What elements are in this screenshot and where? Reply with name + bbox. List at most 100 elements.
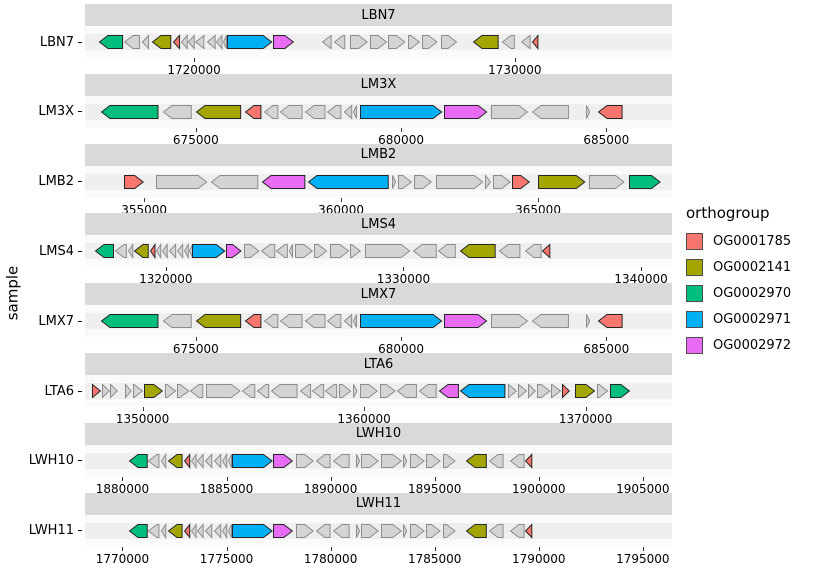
gene-arrow-other[interactable] [551, 383, 562, 399]
gene-arrow-other[interactable] [443, 523, 456, 539]
gene-arrow-other[interactable] [332, 453, 350, 469]
gene-arrow-other[interactable] [213, 522, 222, 539]
gene-arrow-other[interactable] [343, 104, 352, 120]
gene-arrow-other[interactable] [338, 383, 352, 399]
gene-arrow-other[interactable] [296, 453, 315, 469]
gene-arrow-other[interactable] [168, 243, 176, 260]
legend-item[interactable]: OG0002971 [686, 308, 816, 330]
gene-arrow-other[interactable] [241, 383, 256, 399]
legend-item[interactable]: OG0002972 [686, 334, 816, 356]
gene-arrow-other[interactable] [213, 453, 222, 469]
gene-arrow-OG0002971[interactable] [227, 34, 273, 50]
gene-arrow-other[interactable] [190, 522, 197, 539]
gene-arrow-other[interactable] [409, 453, 425, 469]
gene-arrow-other[interactable] [315, 453, 331, 469]
gene-arrow-other[interactable] [353, 383, 358, 399]
gene-arrow-other[interactable] [359, 383, 378, 399]
gene-arrow-other[interactable] [148, 523, 160, 539]
gene-arrow-other[interactable] [491, 313, 529, 329]
gene-arrow-other[interactable] [532, 313, 570, 329]
gene-arrow-other[interactable] [204, 522, 212, 539]
gene-arrow-other[interactable] [164, 383, 177, 399]
gene-arrow-other[interactable] [160, 452, 167, 469]
legend-item[interactable]: OG0002141 [686, 256, 816, 278]
gene-arrow-other[interactable] [349, 243, 361, 259]
gene-arrow-other[interactable] [156, 243, 162, 260]
gene-arrow-other[interactable] [589, 174, 626, 190]
gene-arrow-other[interactable] [187, 34, 195, 50]
gene-arrow-other[interactable] [332, 523, 350, 539]
gene-arrow-other[interactable] [355, 453, 360, 469]
gene-arrow-OG0001785[interactable] [124, 174, 145, 190]
gene-arrow-OG0002971[interactable] [231, 453, 273, 469]
gene-arrow-other[interactable] [299, 383, 311, 399]
gene-arrow-other[interactable] [196, 522, 204, 539]
gene-arrow-other[interactable] [435, 174, 484, 190]
gene-arrow-other[interactable] [127, 243, 133, 260]
gene-arrow-other[interactable] [124, 383, 132, 399]
gene-arrow-other[interactable] [176, 243, 183, 260]
gene-arrow-OG0002972[interactable] [444, 313, 488, 329]
gene-arrow-OG0001785[interactable] [183, 522, 191, 539]
gene-arrow-OG0001785[interactable] [172, 34, 180, 50]
gene-arrow-other[interactable] [419, 383, 438, 399]
gene-arrow-other[interactable] [403, 523, 408, 539]
gene-arrow-other[interactable] [369, 34, 387, 50]
gene-arrow-other[interactable] [123, 34, 141, 50]
gene-arrow-other[interactable] [275, 243, 289, 259]
gene-arrow-other[interactable] [380, 523, 402, 539]
legend-item[interactable]: OG0002970 [686, 282, 816, 304]
gene-arrow-other[interactable] [256, 383, 269, 399]
gene-arrow-other[interactable] [403, 453, 408, 469]
gene-arrow-other[interactable] [270, 383, 298, 399]
gene-arrow-other[interactable] [488, 523, 504, 539]
gene-arrow-OG0002141[interactable] [460, 243, 497, 259]
gene-arrow-other[interactable] [222, 522, 228, 539]
gene-arrow-other[interactable] [333, 34, 345, 50]
gene-arrow-other[interactable] [484, 173, 491, 190]
gene-arrow-other[interactable] [536, 383, 551, 399]
gene-arrow-other[interactable] [509, 453, 525, 469]
gene-arrow-other[interactable] [352, 104, 358, 120]
gene-arrow-OG0002971[interactable] [191, 243, 226, 259]
gene-arrow-other[interactable] [322, 34, 332, 50]
gene-arrow-OG0002971[interactable] [360, 313, 443, 329]
gene-arrow-other[interactable] [110, 383, 119, 399]
gene-arrow-other[interactable] [204, 453, 212, 469]
gene-arrow-OG0001785[interactable] [525, 453, 533, 469]
gene-arrow-other[interactable] [388, 34, 407, 50]
gene-arrow-other[interactable] [343, 313, 352, 329]
gene-arrow-other[interactable] [409, 523, 425, 539]
gene-arrow-other[interactable] [315, 523, 331, 539]
gene-arrow-OG0002970[interactable] [628, 174, 661, 190]
gene-arrow-other[interactable] [326, 313, 342, 329]
gene-arrow-OG0002970[interactable] [101, 104, 159, 120]
gene-arrow-other[interactable] [509, 523, 525, 539]
gene-arrow-OG0002141[interactable] [143, 383, 163, 399]
gene-arrow-OG0001785[interactable] [562, 383, 571, 399]
gene-arrow-other[interactable] [228, 523, 233, 539]
gene-arrow-OG0001785[interactable] [512, 174, 531, 190]
gene-arrow-other[interactable] [365, 243, 411, 259]
gene-arrow-other[interactable] [398, 174, 413, 190]
gene-arrow-other[interactable] [408, 34, 421, 50]
gene-arrow-OG0001785[interactable] [532, 34, 539, 50]
gene-arrow-other[interactable] [326, 104, 342, 120]
gene-arrow-OG0002141[interactable] [465, 523, 487, 539]
gene-arrow-OG0002141[interactable] [538, 174, 586, 190]
gene-arrow-other[interactable] [289, 243, 294, 259]
gene-arrow-other[interactable] [176, 383, 190, 399]
gene-arrow-other[interactable] [520, 34, 531, 50]
gene-arrow-OG0001785[interactable] [91, 383, 101, 399]
gene-arrow-other[interactable] [195, 34, 206, 50]
gene-arrow-other[interactable] [397, 383, 418, 399]
gene-arrow-OG0002971[interactable] [360, 104, 443, 120]
gene-arrow-other[interactable] [160, 522, 167, 539]
gene-arrow-other[interactable] [532, 104, 570, 120]
gene-arrow-OG0002972[interactable] [273, 453, 294, 469]
gene-arrow-other[interactable] [349, 34, 368, 50]
gene-arrow-other[interactable] [360, 523, 379, 539]
gene-arrow-OG0002970[interactable] [99, 34, 124, 50]
gene-arrow-other[interactable] [190, 452, 197, 469]
gene-arrow-OG0002970[interactable] [609, 383, 631, 399]
